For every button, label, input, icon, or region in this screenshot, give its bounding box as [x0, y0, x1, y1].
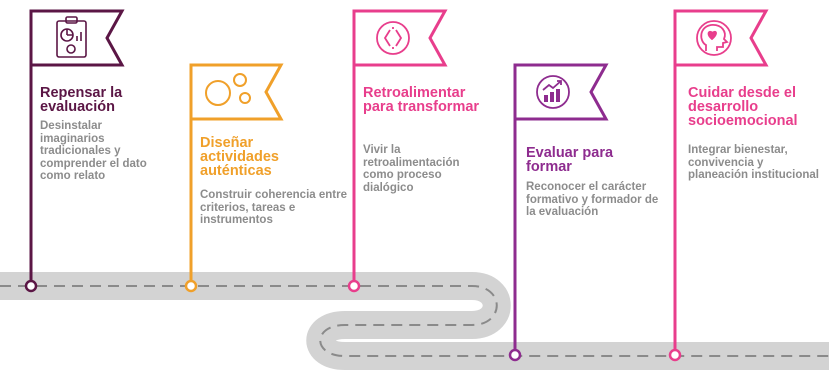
milestone-3-description: Vivir la retroalimentación como proceso … [363, 144, 460, 194]
milestone-1-description: Desinstalar imaginarios tradicionales y … [40, 120, 147, 182]
circles-icon [205, 73, 251, 106]
head-heart-icon [696, 20, 732, 56]
milestone-5-title: Cuidar desde el desarrollo socioemociona… [688, 85, 798, 129]
road-center-dashes [0, 285, 829, 357]
milestone-4-flag [508, 63, 609, 362]
milestone-5-flag [668, 9, 769, 362]
milestone-1-title: Repensar la evaluación [40, 85, 123, 115]
milestone-2-title: Diseñar actividades auténticas [200, 135, 279, 179]
milestone-5-description: Integrar bienestar, convivencia y planea… [688, 144, 819, 181]
milestone-1-flag [24, 9, 125, 293]
growth-chart-icon [536, 75, 570, 109]
road [0, 272, 829, 370]
milestone-3-title: Retroalimentar para transformar [363, 85, 480, 115]
milestone-4-description: Reconocer el carácter formativo y formad… [526, 181, 659, 218]
milestone-4-title: Evaluar para formar [526, 145, 614, 175]
clipboard-chart-icon [56, 16, 87, 58]
milestone-2-flag [184, 63, 284, 293]
milestone-3-flag [347, 9, 448, 293]
arrows-cycle-icon [376, 21, 410, 55]
milestone-2-description: Construir coherencia entre criterios, ta… [200, 189, 347, 226]
